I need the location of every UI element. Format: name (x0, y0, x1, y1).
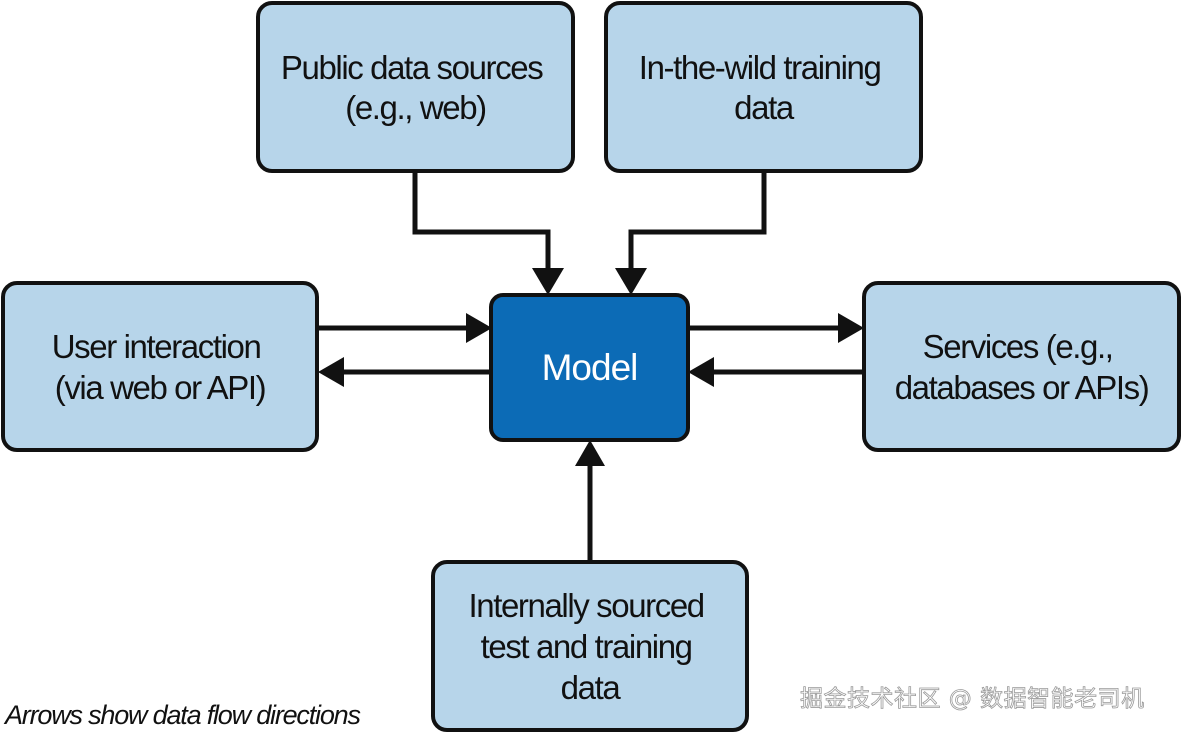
arrowhead-user-to-model (466, 313, 492, 343)
arrowhead-internal-to-model (575, 440, 605, 466)
arrowhead-model-to-user (318, 357, 344, 387)
node-line: Model (542, 347, 638, 388)
arrowhead-model-to-services (838, 313, 864, 343)
node-line: test and training (481, 628, 692, 665)
arrowhead-services-to-model (688, 357, 714, 387)
node-line: Public data sources (281, 49, 543, 86)
node-in-the-wild-label: In-the-wild training data (639, 49, 888, 126)
arrowhead-in-the-wild-to-model (615, 268, 647, 295)
arrow-public-data-to-model (412, 172, 551, 272)
node-line: (e.g., web) (345, 89, 486, 126)
node-user-interaction: User interaction (via web or API) (1, 281, 319, 452)
node-model-label: Model (542, 347, 638, 388)
node-line: data (734, 89, 795, 126)
node-public-data-sources: Public data sources (e.g., web) (256, 1, 575, 173)
node-internally-sourced-label: Internally sourced test and training dat… (468, 587, 711, 706)
connectors (318, 172, 864, 562)
node-model: Model (489, 293, 690, 442)
node-line: databases or APIs) (895, 369, 1149, 406)
arrow-in-the-wild-to-model (628, 172, 767, 272)
watermark-text: 掘金技术社区 @ 数据智能老司机 (800, 686, 1145, 712)
node-line: In-the-wild training (639, 49, 881, 86)
node-line: Services (e.g., (923, 328, 1113, 365)
node-services-label: Services (e.g., databases or APIs) (895, 328, 1149, 406)
node-user-interaction-label: User interaction (via web or API) (52, 328, 268, 406)
node-public-data-sources-label: Public data sources (e.g., web) (281, 49, 550, 126)
diagram-caption: Arrows show data flow directions (3, 700, 360, 730)
node-internally-sourced-data: Internally sourced test and training dat… (431, 560, 749, 732)
node-in-the-wild-training-data: In-the-wild training data (604, 1, 923, 173)
node-line: data (561, 669, 622, 706)
node-line: Internally sourced (468, 587, 703, 624)
node-line: (via web or API) (55, 369, 266, 406)
node-line: User interaction (52, 328, 261, 365)
node-services: Services (e.g., databases or APIs) (862, 281, 1181, 452)
arrowhead-public-data-to-model (532, 268, 564, 295)
